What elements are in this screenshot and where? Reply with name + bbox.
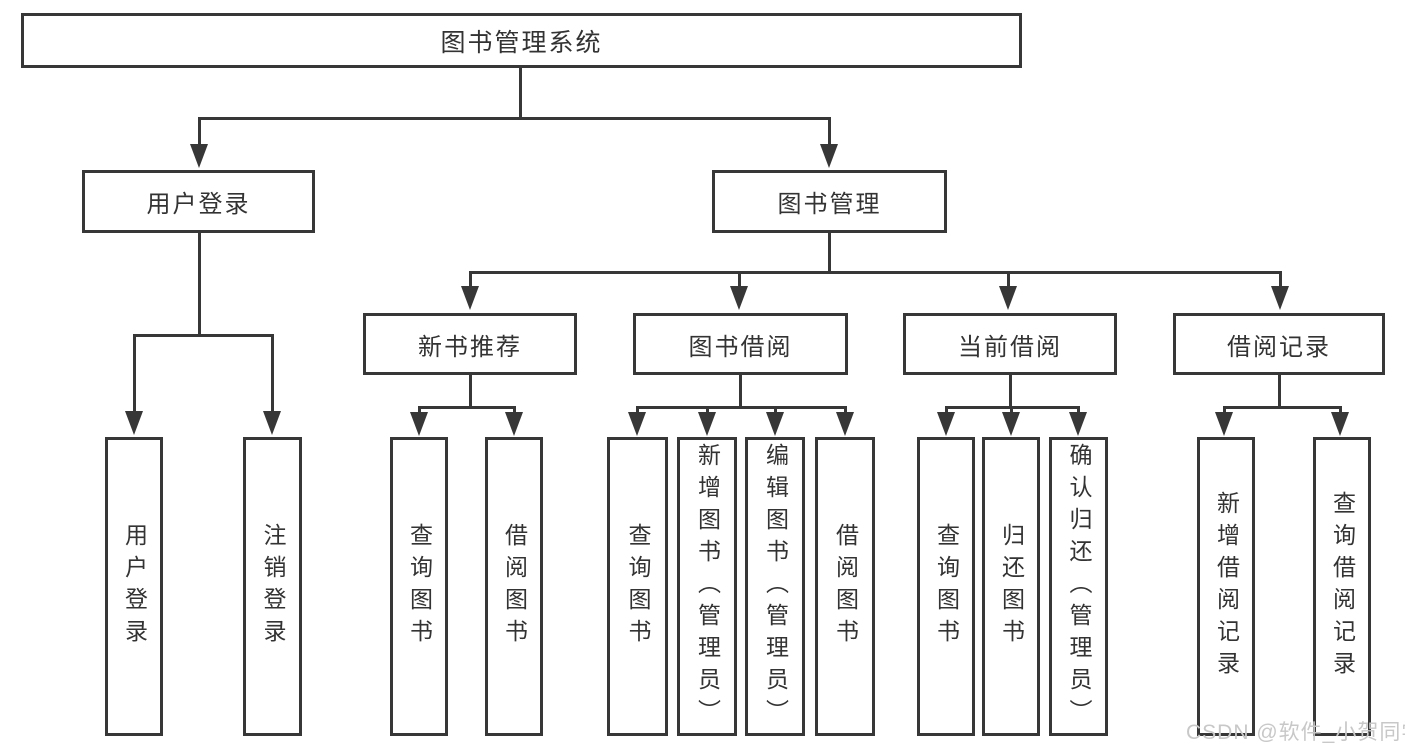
arrow-down-icon <box>836 412 854 436</box>
leaf-label: 查询图书 <box>625 522 651 651</box>
leaf-query-borrow-record: 查询借阅记录 <box>1313 437 1371 736</box>
leaf-query-books-recommend: 查询图书 <box>390 437 448 736</box>
node-label: 新书推荐 <box>418 333 522 361</box>
leaf-confirm-return-admin: 确认归还（管理员） <box>1049 437 1108 736</box>
arrow-down-icon <box>937 412 955 436</box>
leaf-borrow-books-recommend: 借阅图书 <box>485 437 543 736</box>
connector-line <box>133 334 136 414</box>
arrow-down-icon <box>1069 412 1087 436</box>
node-borrow-records: 借阅记录 <box>1173 313 1385 375</box>
arrow-down-icon <box>766 412 784 436</box>
node-user-login: 用户登录 <box>82 170 315 233</box>
arrow-down-icon <box>698 412 716 436</box>
node-root: 图书管理系统 <box>21 13 1022 68</box>
leaf-query-books-current: 查询图书 <box>917 437 975 736</box>
connector-line <box>519 68 522 118</box>
leaf-label: 注销登录 <box>260 522 286 651</box>
connector-line <box>513 406 516 416</box>
arrow-down-icon <box>263 411 281 435</box>
leaf-add-book-admin: 新增图书（管理员） <box>677 437 737 736</box>
connector-line <box>636 406 847 409</box>
arrow-down-icon <box>820 144 838 168</box>
arrow-down-icon <box>190 144 208 168</box>
arrow-down-icon <box>1002 412 1020 436</box>
connector-line <box>1010 406 1013 416</box>
connector-line <box>469 375 472 408</box>
connector-line <box>418 406 516 409</box>
arrow-down-icon <box>628 412 646 436</box>
leaf-label: 查询借阅记录 <box>1329 490 1356 683</box>
leaf-label: 借阅图书 <box>501 522 528 651</box>
arrow-down-icon <box>410 412 428 436</box>
node-label: 图书借阅 <box>688 333 793 361</box>
node-label: 用户登录 <box>146 191 251 218</box>
leaf-label: 用户登录 <box>121 522 148 651</box>
leaf-query-books-borrow: 查询图书 <box>607 437 668 736</box>
node-label: 借阅记录 <box>1227 333 1331 361</box>
connector-line <box>1077 406 1080 416</box>
leaf-edit-book-admin: 编辑图书（管理员） <box>745 437 805 736</box>
leaf-user-login: 用户登录 <box>105 437 163 736</box>
connector-line <box>828 117 831 147</box>
connector-line <box>1279 271 1282 289</box>
node-book-borrow: 图书借阅 <box>633 313 848 375</box>
connector-line <box>774 406 777 416</box>
leaf-label: 查询图书 <box>406 522 433 651</box>
node-current-borrow: 当前借阅 <box>903 313 1117 375</box>
leaf-label: 借阅图书 <box>832 522 859 651</box>
leaf-add-borrow-record: 新增借阅记录 <box>1197 437 1255 736</box>
connector-line <box>1223 406 1342 409</box>
leaf-logout: 注销登录 <box>243 437 302 736</box>
connector-line <box>738 271 741 289</box>
connector-line <box>636 406 639 416</box>
connector-line <box>198 117 831 120</box>
arrow-down-icon <box>461 286 479 310</box>
node-book-management: 图书管理 <box>712 170 947 233</box>
watermark: CSDN @软件_小贺同学 <box>1186 721 1405 744</box>
arrow-down-icon <box>125 411 143 435</box>
connector-line <box>1278 375 1281 408</box>
leaf-label: 查询图书 <box>933 522 960 651</box>
connector-line <box>418 406 421 416</box>
connector-line <box>828 233 831 274</box>
arrow-down-icon <box>999 286 1017 310</box>
leaf-borrow-books: 借阅图书 <box>815 437 875 736</box>
leaf-label: 新增图书（管理员） <box>694 442 721 731</box>
arrow-down-icon <box>1215 412 1233 436</box>
connector-line <box>945 406 948 416</box>
connector-line <box>1007 271 1010 289</box>
arrow-down-icon <box>730 286 748 310</box>
connector-line <box>1339 406 1342 416</box>
arrow-down-icon <box>1331 412 1349 436</box>
node-label: 当前借阅 <box>958 333 1062 361</box>
connector-line <box>739 375 742 408</box>
connector-line <box>1009 375 1012 408</box>
leaf-return-book: 归还图书 <box>982 437 1040 736</box>
connector-line <box>198 233 201 335</box>
connector-line <box>844 406 847 416</box>
leaf-label: 编辑图书（管理员） <box>762 442 789 731</box>
connector-line <box>1223 406 1226 416</box>
connector-line <box>271 334 274 414</box>
arrow-down-icon <box>1271 286 1289 310</box>
node-label: 图书管理 <box>777 191 882 218</box>
leaf-label: 归还图书 <box>998 522 1025 651</box>
node-new-book-recommend: 新书推荐 <box>363 313 577 375</box>
connector-line <box>469 271 1282 274</box>
node-root-label: 图书管理系统 <box>440 28 603 57</box>
leaf-label: 新增借阅记录 <box>1213 490 1240 683</box>
connector-line <box>198 117 201 147</box>
connector-line <box>706 406 709 416</box>
connector-line <box>469 271 472 289</box>
connector-line <box>133 334 274 337</box>
leaf-label: 确认归还（管理员） <box>1066 442 1092 731</box>
arrow-down-icon <box>505 412 523 436</box>
